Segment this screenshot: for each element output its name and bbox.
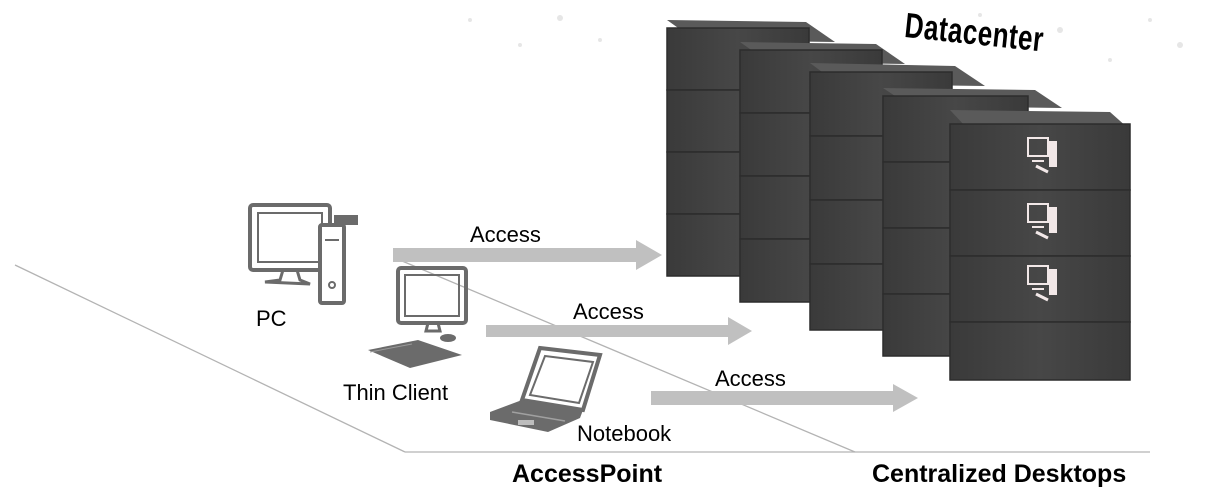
notebook-icon — [490, 345, 603, 432]
access-arrow-2 — [486, 317, 752, 345]
access-arrow-3 — [651, 384, 918, 412]
notebook-label: Notebook — [577, 421, 672, 446]
access-label-3: Access — [715, 366, 786, 391]
centralized-desktops-caption: Centralized Desktops — [872, 460, 1127, 488]
floor-lines — [14, 257, 1150, 453]
thin-client-icon — [368, 266, 468, 368]
access-label-1: Access — [470, 222, 541, 247]
access-arrows — [393, 240, 918, 412]
server-column-5 — [949, 110, 1131, 381]
access-label-2: Access — [573, 299, 644, 324]
datacenter-servers — [666, 20, 1131, 381]
background-texture — [468, 13, 1183, 62]
access-arrow-1 — [393, 240, 662, 270]
thin-client-label: Thin Client — [343, 380, 449, 405]
pc-label: PC — [256, 306, 287, 331]
pc-icon — [248, 203, 358, 305]
access-point-caption: AccessPoint — [512, 460, 663, 488]
virtual-desktop-icon — [1027, 137, 1057, 302]
